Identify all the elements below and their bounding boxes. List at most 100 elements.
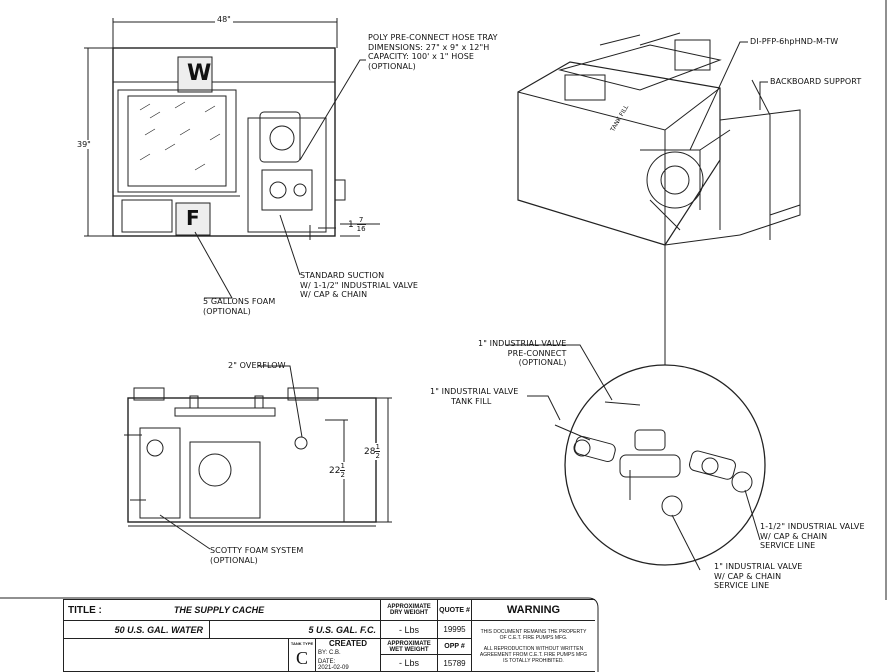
title-label: TITLE : xyxy=(68,604,102,616)
suction-callout: STANDARD SUCTION W/ 1-1/2" INDUSTRIAL VA… xyxy=(300,271,418,300)
foam-cell: 5 U.S. GAL. F.C. xyxy=(209,620,381,639)
leader-tankfill xyxy=(527,395,561,421)
outer-height-whole: 28 xyxy=(364,447,376,457)
leader-service-1 xyxy=(671,514,701,571)
inner-height-whole: 22 xyxy=(329,466,341,476)
iso-view xyxy=(517,32,801,246)
line: W/ 1-1/2" INDUSTRIAL VALVE xyxy=(300,280,419,290)
leader-foam xyxy=(194,231,233,299)
line: W/ CAP & CHAIN xyxy=(300,290,368,299)
tankfill-callout: 1" INDUSTRIAL VALVE TANK FILL xyxy=(430,387,518,406)
model-callout: DI-PFP-6hpHND-M-TW xyxy=(750,37,839,46)
warning-text-cell: THIS DOCUMENT REMAINS THE PROPERTY OF C.… xyxy=(471,620,595,672)
title-block-border xyxy=(0,597,599,672)
frac-den: 2 xyxy=(375,452,380,460)
line: (OPTIONAL) xyxy=(518,358,567,367)
frac-num: 1 xyxy=(340,462,345,471)
wet-weight: - Lbs xyxy=(398,658,419,668)
line: 1-1/2" INDUSTRIAL VALVE xyxy=(760,522,865,531)
quote-label-cell: QUOTE # xyxy=(437,599,472,621)
quote-label: QUOTE # xyxy=(439,606,470,614)
leader-model xyxy=(689,41,748,151)
water-capacity: 50 U.S. GAL. WATER xyxy=(114,624,203,635)
line: (OPTIONAL) xyxy=(210,555,258,565)
line: DIMENSIONS: 27" x 9" x 12"H xyxy=(368,42,490,52)
foam-badge: F xyxy=(186,206,200,230)
opp-label-cell: OPP # xyxy=(437,638,472,655)
foam-callout: 5 GALLONS FOAM (OPTIONAL) xyxy=(203,297,275,316)
front-view xyxy=(124,387,392,527)
service-1-callout: 1" INDUSTRIAL VALVE W/ CAP & CHAIN SERVI… xyxy=(714,562,802,591)
dry-weight-label-cell: APPROXIMATE DRY WEIGHT xyxy=(380,599,438,621)
scotty-callout: SCOTTY FOAM SYSTEM (OPTIONAL) xyxy=(210,546,303,565)
width-dimension: 48" xyxy=(215,15,233,24)
hose-tray-callout: POLY PRE-CONNECT HOSE TRAY DIMENSIONS: 2… xyxy=(368,33,498,71)
date-label: DATE: xyxy=(318,659,336,665)
preconnect-callout: 1" INDUSTRIAL VALVE PRE-CONNECT (OPTIONA… xyxy=(478,339,566,368)
overflow-callout: 2" OVERFLOW xyxy=(228,361,286,370)
dry-weight-cell: - Lbs xyxy=(380,620,438,639)
quote-number: 19995 xyxy=(443,625,466,634)
water-cell: 50 U.S. GAL. WATER xyxy=(63,620,210,639)
opp-cell: 15789 xyxy=(437,654,472,672)
created-label: CREATED xyxy=(328,639,368,648)
opp-number: 15789 xyxy=(443,658,466,668)
warning-text-1: THIS DOCUMENT REMAINS THE PROPERTY OF C.… xyxy=(480,628,587,641)
service-15-callout: 1-1/2" INDUSTRIAL VALVE W/ CAP & CHAIN S… xyxy=(760,522,865,551)
dry-weight-label: APPROXIMATE DRY WEIGHT xyxy=(387,604,431,616)
line: W/ CAP & CHAIN xyxy=(714,571,782,581)
line: TANK FILL xyxy=(451,396,492,406)
line: (OPTIONAL) xyxy=(203,306,251,316)
line: SCOTTY FOAM SYSTEM xyxy=(210,546,304,555)
leader-suction xyxy=(279,214,301,276)
offset-whole: 1 xyxy=(348,220,354,230)
quote-cell: 19995 xyxy=(437,620,472,639)
tank-type-label: TANK TYPE xyxy=(290,641,314,646)
line: SERVICE LINE xyxy=(714,581,770,590)
top-view xyxy=(84,18,380,240)
line: PRE-CONNECT xyxy=(507,348,567,358)
offset-den: 16 xyxy=(356,225,366,233)
water-badge: W xyxy=(187,61,212,86)
line: STANDARD SUCTION xyxy=(300,271,385,280)
line: SERVICE LINE xyxy=(760,541,816,550)
frac-num: 1 xyxy=(375,443,380,452)
line: W/ CAP & CHAIN xyxy=(760,531,828,541)
wet-weight-label-cell: APPROXIMATE WET WEIGHT xyxy=(380,638,438,655)
tank-type-value: C xyxy=(295,648,308,668)
line: 1" INDUSTRIAL VALVE xyxy=(478,339,567,348)
frac-den: 2 xyxy=(340,471,345,479)
title-value: THE SUPPLY CACHE xyxy=(173,605,265,615)
leader-scotty xyxy=(159,514,211,550)
created-cell: CREATED BY: C.B. DATE: 2021-02-09 xyxy=(315,638,381,672)
leader-service-15 xyxy=(744,489,761,541)
created-by: BY: C.B. xyxy=(318,650,341,656)
dry-weight: - Lbs xyxy=(398,624,419,635)
warning-text-2: ALL REPRODUCTION WITHOUT WRITTEN AGREEME… xyxy=(479,645,588,664)
wet-weight-cell: - Lbs xyxy=(380,654,438,672)
backboard-callout: BACKBOARD SUPPORT xyxy=(770,77,862,86)
line: 5 GALLONS FOAM xyxy=(203,297,276,306)
warning-label-cell: WARNING xyxy=(471,599,595,621)
line: CAPACITY: 100' x 1" HOSE xyxy=(368,52,475,61)
leader-preconnect xyxy=(505,344,613,401)
leader-overflow xyxy=(258,365,303,438)
line: POLY PRE-CONNECT HOSE TRAY xyxy=(368,33,498,42)
leader-hose-tray xyxy=(299,59,366,161)
leader-backboard xyxy=(759,81,768,110)
wet-weight-label: APPROXIMATE WET WEIGHT xyxy=(387,640,431,653)
title-cell: TITLE : THE SUPPLY CACHE xyxy=(63,599,381,621)
offset-num: 7 xyxy=(356,216,366,225)
warning-label: WARNING xyxy=(506,604,561,616)
valve-detail xyxy=(554,364,766,566)
offset-dimension: 1 7 16 xyxy=(348,216,366,233)
blank-cell xyxy=(63,638,289,672)
tank-type-cell: TANK TYPE C xyxy=(288,638,316,672)
line: 1" INDUSTRIAL VALVE xyxy=(714,562,803,571)
opp-label: OPP # xyxy=(444,643,465,650)
line: 1" INDUSTRIAL VALVE xyxy=(430,387,519,396)
foam-capacity: 5 U.S. GAL. F.C. xyxy=(308,624,376,635)
